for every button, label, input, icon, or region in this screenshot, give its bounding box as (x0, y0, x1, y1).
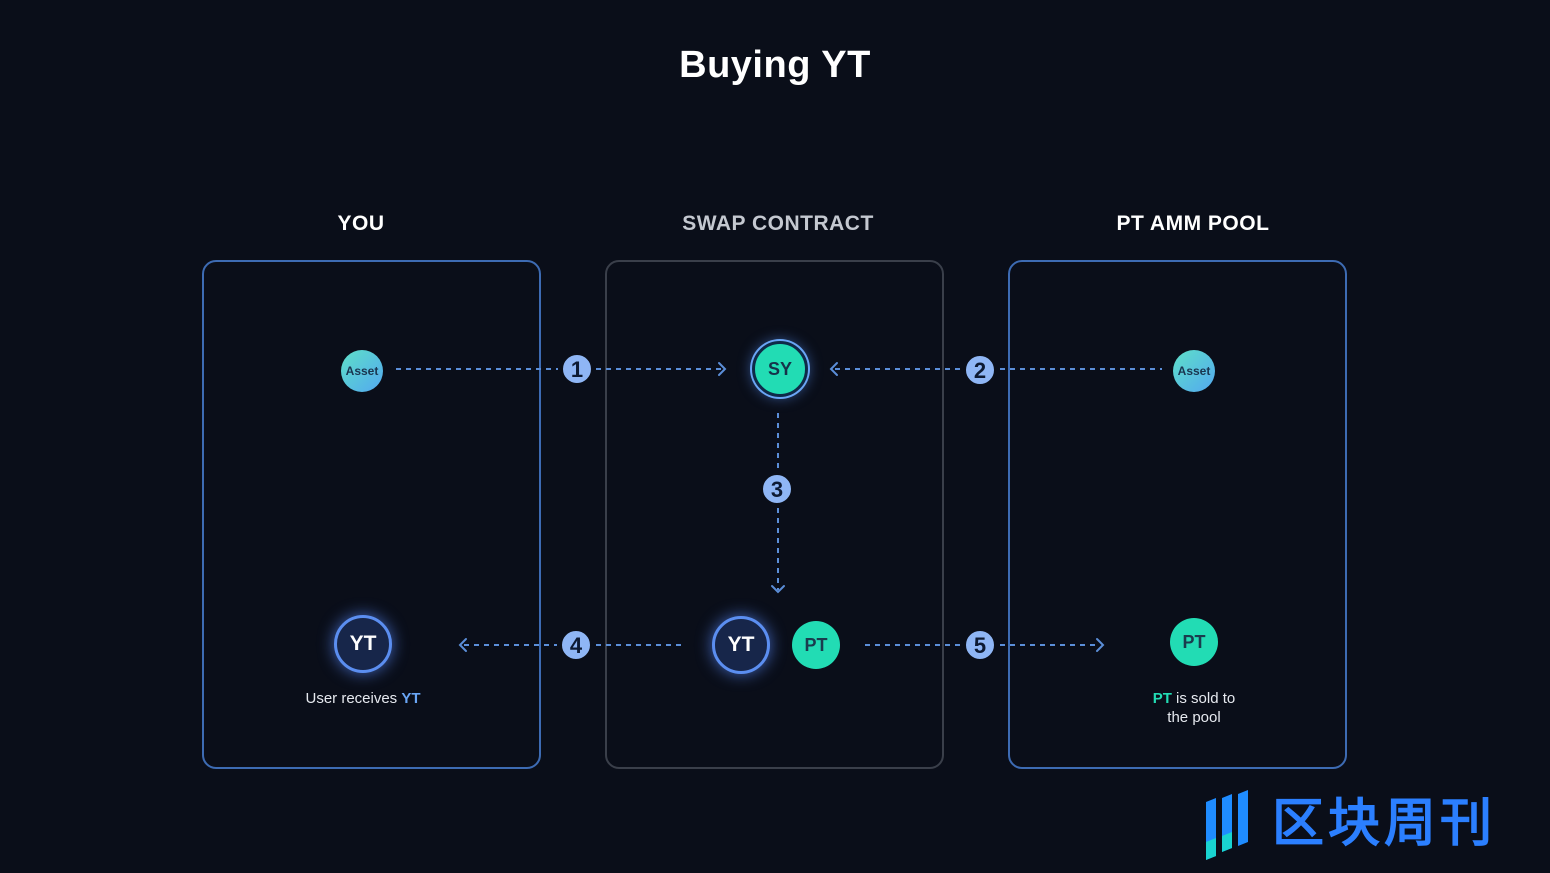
panel-you (202, 260, 541, 769)
panel-pt-amm-pool (1008, 260, 1347, 769)
step-label-4: 4 (570, 633, 583, 658)
caption-pool-line2: the pool (1167, 709, 1221, 726)
token-pt-pool: PT (1170, 618, 1218, 666)
column-header-you: YOU (337, 212, 385, 235)
caption-user-prefix: User receives (305, 690, 402, 707)
caption-pt-sold: PT is sold to the pool (1114, 689, 1274, 727)
panel-swap-contract (605, 260, 944, 769)
diagram-title: Buying YT (679, 44, 871, 86)
step-marker-2: 2 (964, 354, 996, 386)
brand-text: 区块周刊 (1272, 794, 1497, 854)
token-yt-swap: YT (712, 616, 770, 674)
caption-pool-line1: is sold to (1171, 690, 1236, 707)
token-sy: SY (752, 341, 808, 397)
token-yt-you: YT (334, 615, 392, 673)
brand-logo-icon (1206, 790, 1248, 860)
column-header-pt-amm-pool: PT AMM POOL (1116, 212, 1270, 235)
token-pt-swap: PT (792, 621, 840, 669)
arrowhead-5 (1096, 638, 1105, 652)
step-markers: 1 2 3 4 5 (560, 353, 996, 661)
step-marker-1: 1 (561, 353, 593, 385)
arrowhead-1 (718, 362, 727, 376)
step-marker-5: 5 (964, 629, 996, 661)
arrowhead-3 (771, 585, 785, 594)
step-label-2: 2 (974, 358, 986, 383)
column-header-swap-contract: SWAP CONTRACT (682, 212, 874, 235)
step-label-3: 3 (771, 477, 783, 502)
step-marker-4: 4 (560, 629, 592, 661)
arrowhead-2 (829, 362, 838, 376)
token-asset-pool: Asset (1173, 350, 1215, 392)
token-asset-you: Asset (341, 350, 383, 392)
caption-pool-token: PT (1152, 690, 1172, 707)
step-marker-3: 3 (761, 473, 793, 505)
arrowhead-4 (458, 638, 467, 652)
caption-user-receives: User receives YT (262, 689, 464, 708)
step-label-5: 5 (974, 633, 986, 658)
caption-user-token: YT (401, 690, 421, 707)
step-label-1: 1 (571, 357, 583, 382)
